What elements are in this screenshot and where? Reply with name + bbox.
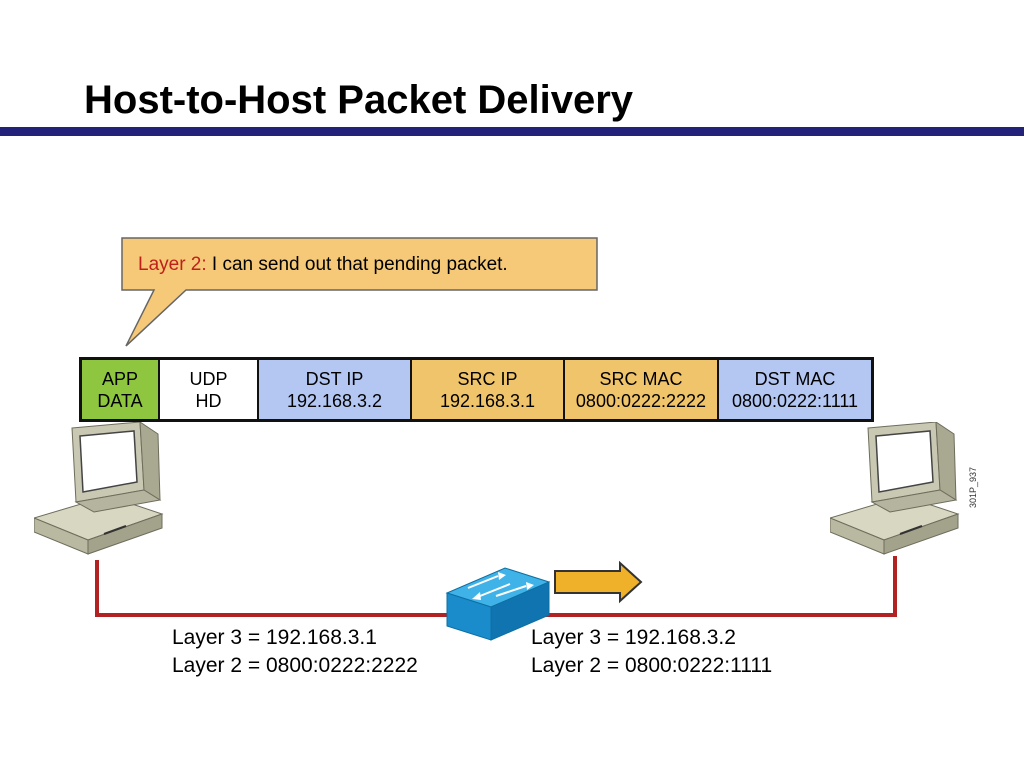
field-value: 0800:0222:2222 [575, 390, 707, 411]
page-title: Host-to-Host Packet Delivery [84, 78, 634, 122]
field-name: DST MAC [754, 368, 836, 389]
field-value: 0800:0222:1111 [731, 390, 859, 411]
callout-label: Layer 2: [138, 254, 207, 275]
packet-field-src-mac: SRC MAC 0800:0222:2222 [565, 360, 719, 419]
callout-message: I can send out that pending packet. [206, 254, 508, 275]
field-value: 192.168.3.2 [286, 390, 383, 411]
field-name: SRC IP [457, 368, 518, 389]
field-name: DST IP [305, 368, 364, 389]
computer-icon [34, 422, 163, 555]
callout-text: Layer 2: I can send out that pending pac… [138, 252, 508, 278]
left-host-layer3: Layer 3 = 192.168.3.1 [172, 626, 377, 649]
right-host-addresses: Layer 3 = 192.168.3.2 Layer 2 = 0800:022… [531, 624, 772, 680]
title-rule [0, 127, 1024, 136]
field-value: 192.168.3.1 [439, 390, 536, 411]
packet-field-udp-header: UDP HD [160, 360, 259, 419]
field-value: HD [195, 390, 222, 411]
field-name: APP [101, 368, 139, 389]
packet-field-app-data: APP DATA [82, 360, 160, 419]
right-host-layer3: Layer 3 = 192.168.3.2 [531, 626, 736, 649]
field-name: UDP [189, 368, 228, 389]
packet-field-dst-mac: DST MAC 0800:0222:1111 [719, 360, 871, 419]
computer-icon [830, 422, 959, 555]
packet-field-src-ip: SRC IP 192.168.3.1 [412, 360, 565, 419]
figure-id: 301P_937 [968, 466, 978, 508]
left-host-layer2: Layer 2 = 0800:0222:2222 [172, 654, 418, 677]
packet-field-dst-ip: DST IP 192.168.3.2 [259, 360, 412, 419]
field-name: SRC MAC [599, 368, 683, 389]
right-host-layer2: Layer 2 = 0800:0222:1111 [531, 654, 773, 677]
left-host-addresses: Layer 3 = 192.168.3.1 Layer 2 = 0800:022… [172, 624, 418, 680]
field-value: DATA [97, 390, 143, 411]
direction-arrow-icon [554, 560, 643, 604]
packet-header: APP DATA UDP HD DST IP 192.168.3.2 SRC I… [79, 357, 874, 422]
switch-icon [445, 567, 551, 641]
